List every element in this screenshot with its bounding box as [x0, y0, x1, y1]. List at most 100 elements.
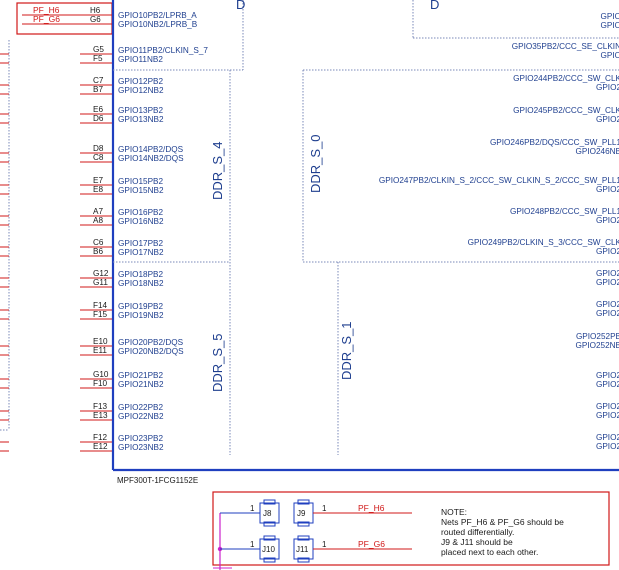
- part-number: MPF300T-1FCG1152E: [117, 476, 198, 485]
- pin-f13: F13: [93, 402, 108, 411]
- signal-right-5-b: GPIO2: [596, 185, 619, 194]
- pin-c8: C8: [93, 153, 104, 162]
- bank-label-partial-left: D: [236, 0, 245, 12]
- pin-numbers: G5F5C7B7E6D6D8C8E7E8A7A8C6B6G12G11F14F15…: [93, 45, 109, 451]
- signal-right-bottom-2-a: GPIO252PB: [576, 332, 619, 341]
- signal-gpio20nb2-dqs: GPIO20NB2/DQS: [118, 347, 184, 356]
- signal-gpio23nb2: GPIO23NB2: [118, 443, 164, 452]
- signal-right-1-a: GPIO35PB2/CCC_SE_CLKIN: [512, 42, 619, 51]
- pin-e12: E12: [93, 442, 108, 451]
- signal-right-bottom-0-a: GPIO2: [596, 269, 619, 278]
- left-signal-names: GPIO10PB2/LPRB_AGPIO10NB2/LPRB_BGPIO11PB…: [118, 11, 208, 452]
- signal-gpio12nb2: GPIO12NB2: [118, 86, 164, 95]
- jumper-ref-j11: J11: [296, 545, 309, 554]
- pin-a7: A7: [93, 207, 103, 216]
- signal-gpio23pb2: GPIO23PB2: [118, 434, 164, 443]
- signal-right-bottom-5-b: GPIO2: [596, 442, 619, 451]
- pin-e10: E10: [93, 337, 108, 346]
- pin-f12: F12: [93, 433, 108, 442]
- signal-right-bottom-4-b: GPIO2: [596, 411, 619, 420]
- signal-right-0-b: GPIO: [601, 21, 619, 30]
- jumper-pin-j8: 1: [250, 504, 255, 513]
- pin-f5: F5: [93, 54, 103, 63]
- pin-b6: B6: [93, 247, 103, 256]
- signal-right-3-b: GPIO2: [596, 115, 619, 124]
- bank-label-ddr-s-0: DDR_S_0: [308, 134, 323, 193]
- jumper-note-box: J8 1 J9 1 PF_H6 J10 1 J11 1: [212, 491, 610, 570]
- jumper-net-pf-h6: PF_H6: [358, 503, 385, 513]
- signal-right-bottom-4-a: GPIO2: [596, 402, 619, 411]
- signal-right-0-a: GPIO: [601, 12, 619, 21]
- jumper-ref-j10: J10: [262, 545, 275, 554]
- pin-e7: E7: [93, 176, 103, 185]
- signal-gpio13nb2: GPIO13NB2: [118, 115, 164, 124]
- signal-right-bottom-1-b: GPIO2: [596, 309, 619, 318]
- signal-right-4-a: GPIO246PB2/DQS/CCC_SW_PLL1: [490, 138, 619, 147]
- signal-right-bottom-0-b: GPIO2: [596, 278, 619, 287]
- note-line-5: placed next to each other.: [441, 547, 538, 557]
- pin-g6: G6: [90, 15, 101, 24]
- left-pin-wires: [0, 53, 113, 452]
- jumper-pin-j10: 1: [250, 540, 255, 549]
- bank-label-ddr-s-1: DDR_S_1: [339, 321, 354, 380]
- pin-g11: G11: [93, 278, 108, 287]
- jumper-j8: J8 1: [250, 499, 280, 527]
- note-line-4: J9 & J11 should be: [441, 537, 513, 547]
- signal-gpio11nb2: GPIO11NB2: [118, 55, 163, 64]
- signal-gpio17pb2: GPIO17PB2: [118, 239, 164, 248]
- pin-f10: F10: [93, 379, 108, 388]
- signal-gpio14pb2-dqs: GPIO14PB2/DQS: [118, 145, 184, 154]
- jumper-pin-j9: 1: [322, 504, 327, 513]
- signal-right-5-a: GPIO247PB2/CLKIN_S_2/CCC_SW_CLKIN_S_2/CC…: [379, 176, 619, 185]
- pin-e11: E11: [93, 346, 107, 355]
- signal-gpio16nb2: GPIO16NB2: [118, 217, 164, 226]
- signal-right-7-a: GPIO249PB2/CLKIN_S_3/CCC_SW_CLK: [468, 238, 619, 247]
- note-line-1: NOTE:: [441, 507, 467, 517]
- signal-right-3-a: GPIO245PB2/CCC_SW_CLK: [513, 106, 619, 115]
- net-label-pf-h6: PF_H6: [33, 5, 60, 15]
- pin-g12: G12: [93, 269, 109, 278]
- signal-right-6-b: GPIO2: [596, 216, 619, 225]
- jumper-pin-j11: 1: [322, 540, 327, 549]
- signal-gpio21pb2: GPIO21PB2: [118, 371, 164, 380]
- pin-b7: B7: [93, 85, 103, 94]
- right-signal-names: GPIOGPIOGPIO35PB2/CCC_SE_CLKINGPIOGPIO24…: [379, 12, 619, 451]
- bank-label-ddr-s-4: DDR_S_4: [210, 141, 225, 200]
- signal-right-1-b: GPIO: [601, 51, 619, 60]
- signal-gpio20pb2-dqs: GPIO20PB2/DQS: [118, 338, 184, 347]
- bank-boundaries: [113, 0, 619, 455]
- jumper-net-pf-g6: PF_G6: [358, 539, 385, 549]
- signal-gpio15nb2: GPIO15NB2: [118, 186, 164, 195]
- signal-right-bottom-5-a: GPIO2: [596, 433, 619, 442]
- net-label-group-top: PF_H6 PF_G6 H6 G6: [16, 2, 113, 35]
- signal-gpio22nb2: GPIO22NB2: [118, 412, 164, 421]
- signal-gpio15pb2: GPIO15PB2: [118, 177, 164, 186]
- note-text: NOTE: Nets PF_H6 & PF_G6 should be route…: [441, 507, 564, 557]
- signal-gpio19pb2: GPIO19PB2: [118, 302, 164, 311]
- pin-c7: C7: [93, 76, 104, 85]
- pin-a8: A8: [93, 216, 103, 225]
- signal-gpio18pb2: GPIO18PB2: [118, 270, 164, 279]
- signal-right-bottom-3-b: GPIO2: [596, 380, 619, 389]
- signal-right-bottom-3-a: GPIO2: [596, 371, 619, 380]
- pin-f14: F14: [93, 301, 108, 310]
- signal-gpio10nb2-lprb-b: GPIO10NB2/LPRB_B: [118, 20, 198, 29]
- pin-g5: G5: [93, 45, 104, 54]
- signal-gpio16pb2: GPIO16PB2: [118, 208, 164, 217]
- pin-e8: E8: [93, 185, 103, 194]
- jumper-j10: J10 1: [250, 535, 280, 563]
- net-label-pf-g6: PF_G6: [33, 14, 60, 24]
- bank-label-ddr-s-5: DDR_S_5: [210, 333, 225, 392]
- jumper-j11: J11 1 PF_G6: [293, 535, 412, 563]
- bank-label-partial-right: D: [430, 0, 439, 12]
- signal-gpio19nb2: GPIO19NB2: [118, 311, 164, 320]
- pin-e13: E13: [93, 411, 108, 420]
- pin-h6: H6: [90, 6, 101, 15]
- signal-gpio13pb2: GPIO13PB2: [118, 106, 164, 115]
- signal-gpio12pb2: GPIO12PB2: [118, 77, 164, 86]
- pin-f15: F15: [93, 310, 108, 319]
- signal-right-2-a: GPIO244PB2/CCC_SW_CLK: [513, 74, 619, 83]
- signal-right-7-b: GPIO2: [596, 247, 619, 256]
- note-line-2: Nets PF_H6 & PF_G6 should be: [441, 517, 564, 527]
